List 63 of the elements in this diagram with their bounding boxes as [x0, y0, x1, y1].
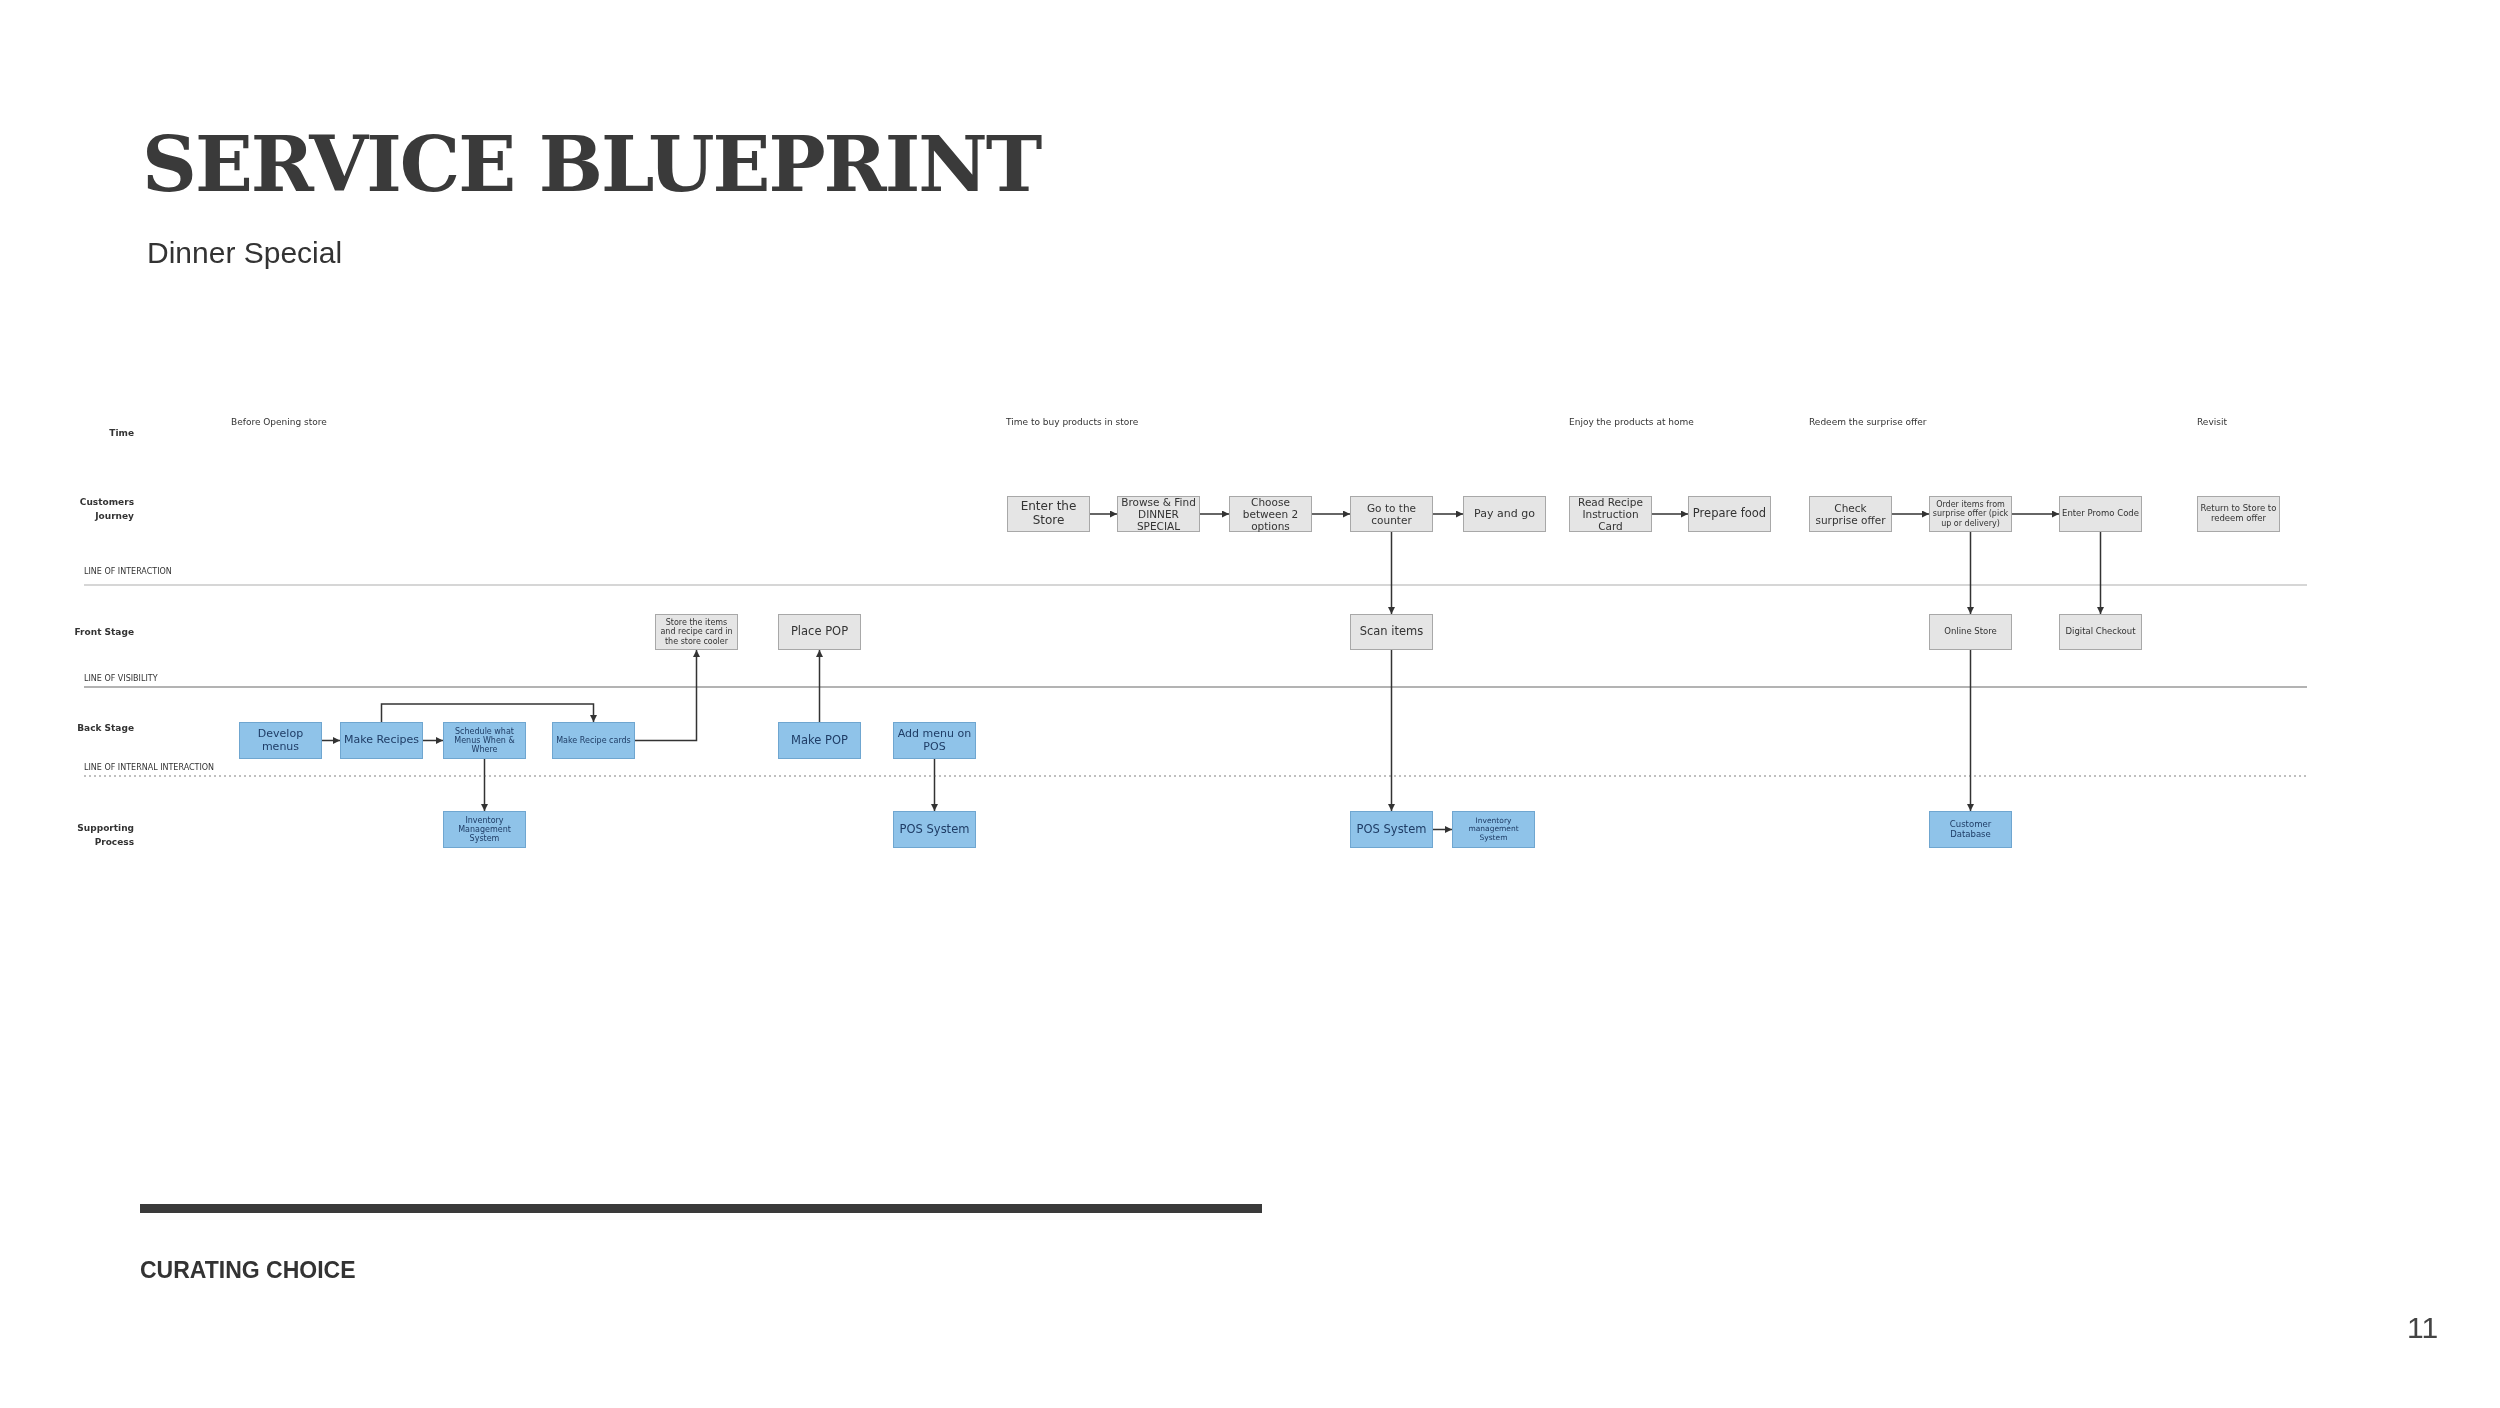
backstage-process-box: Inventory Management System — [443, 811, 526, 848]
arrow — [481, 758, 488, 812]
arrow — [1967, 531, 1974, 615]
process-box: Place POP — [778, 614, 861, 650]
row-label: Supporting Process — [76, 822, 134, 849]
process-box: Order items from surprise offer (pick up or delivery) — [1929, 496, 2012, 532]
backstage-process-box: Make POP — [778, 722, 861, 759]
arrow — [2097, 531, 2104, 615]
arrow — [1311, 510, 1351, 518]
process-box: Digital Checkout — [2059, 614, 2142, 650]
process-box: Choose between 2 options — [1229, 496, 1312, 532]
phase-label: Before Opening store — [231, 417, 327, 427]
arrow — [634, 649, 700, 742]
arrow — [816, 649, 823, 723]
subtitle: Dinner Special — [147, 236, 343, 270]
backstage-process-box: Develop menus — [239, 722, 322, 759]
line-label: LINE OF VISIBILITY — [84, 674, 158, 683]
process-box: Online Store — [1929, 614, 2012, 650]
arrow — [2011, 510, 2060, 518]
arrow — [321, 737, 341, 744]
process-box: Go to the counter — [1350, 496, 1433, 532]
phase-label: Time to buy products in store — [1006, 417, 1139, 427]
process-box: Enter Promo Code — [2059, 496, 2142, 532]
backstage-process-box: POS System — [1350, 811, 1433, 848]
arrow — [1891, 510, 1930, 518]
arrow — [931, 758, 938, 812]
process-box: Return to Store to redeem offer — [2197, 496, 2280, 532]
line-label: LINE OF INTERACTION — [84, 567, 172, 576]
arrow — [1432, 510, 1464, 518]
arrow — [1388, 649, 1395, 812]
backstage-process-box: POS System — [893, 811, 976, 848]
footer-text: CURATING CHOICE — [140, 1257, 356, 1284]
process-box: Read Recipe Instruction Card — [1569, 496, 1652, 532]
phase-label: Enjoy the products at home — [1569, 417, 1694, 427]
process-box: Scan items — [1350, 614, 1433, 650]
row-label: Back Stage — [76, 722, 134, 735]
phase-label: Revisit — [2197, 417, 2227, 427]
process-box: Check surprise offer — [1809, 496, 1892, 532]
page-number: 11 — [2407, 1311, 2439, 1345]
arrow — [1432, 826, 1453, 833]
row-label: Time — [108, 427, 134, 440]
row-label: Customers Journey — [78, 496, 134, 523]
backstage-process-box: Make Recipes — [340, 722, 423, 759]
arrow — [1651, 510, 1689, 518]
arrow — [1199, 510, 1230, 518]
arrow — [1089, 510, 1118, 518]
slide-title: SERVICE BLUEPRINT — [142, 120, 1041, 209]
backstage-process-box: Make Recipe cards — [552, 722, 635, 759]
backstage-process-box: Schedule what Menus When & Where — [443, 722, 526, 759]
process-box: Store the items and recipe card in the store cooler — [655, 614, 738, 650]
arrow — [1388, 531, 1395, 615]
process-box: Enter the Store — [1007, 496, 1090, 532]
backstage-process-box: Customer Database — [1929, 811, 2012, 848]
phase-label: Redeem the surprise offer — [1809, 417, 1927, 427]
arrow — [380, 703, 597, 723]
process-box: Prepare food — [1688, 496, 1771, 532]
backstage-process-box: Add menu on POS — [893, 722, 976, 759]
process-box: Pay and go — [1463, 496, 1546, 532]
process-box: Browse & Find DINNER SPECIAL — [1117, 496, 1200, 532]
arrow — [422, 737, 444, 744]
line-label: LINE OF INTERNAL INTERACTION — [84, 763, 215, 772]
row-label: Front Stage — [73, 626, 134, 639]
arrow — [1967, 649, 1974, 812]
